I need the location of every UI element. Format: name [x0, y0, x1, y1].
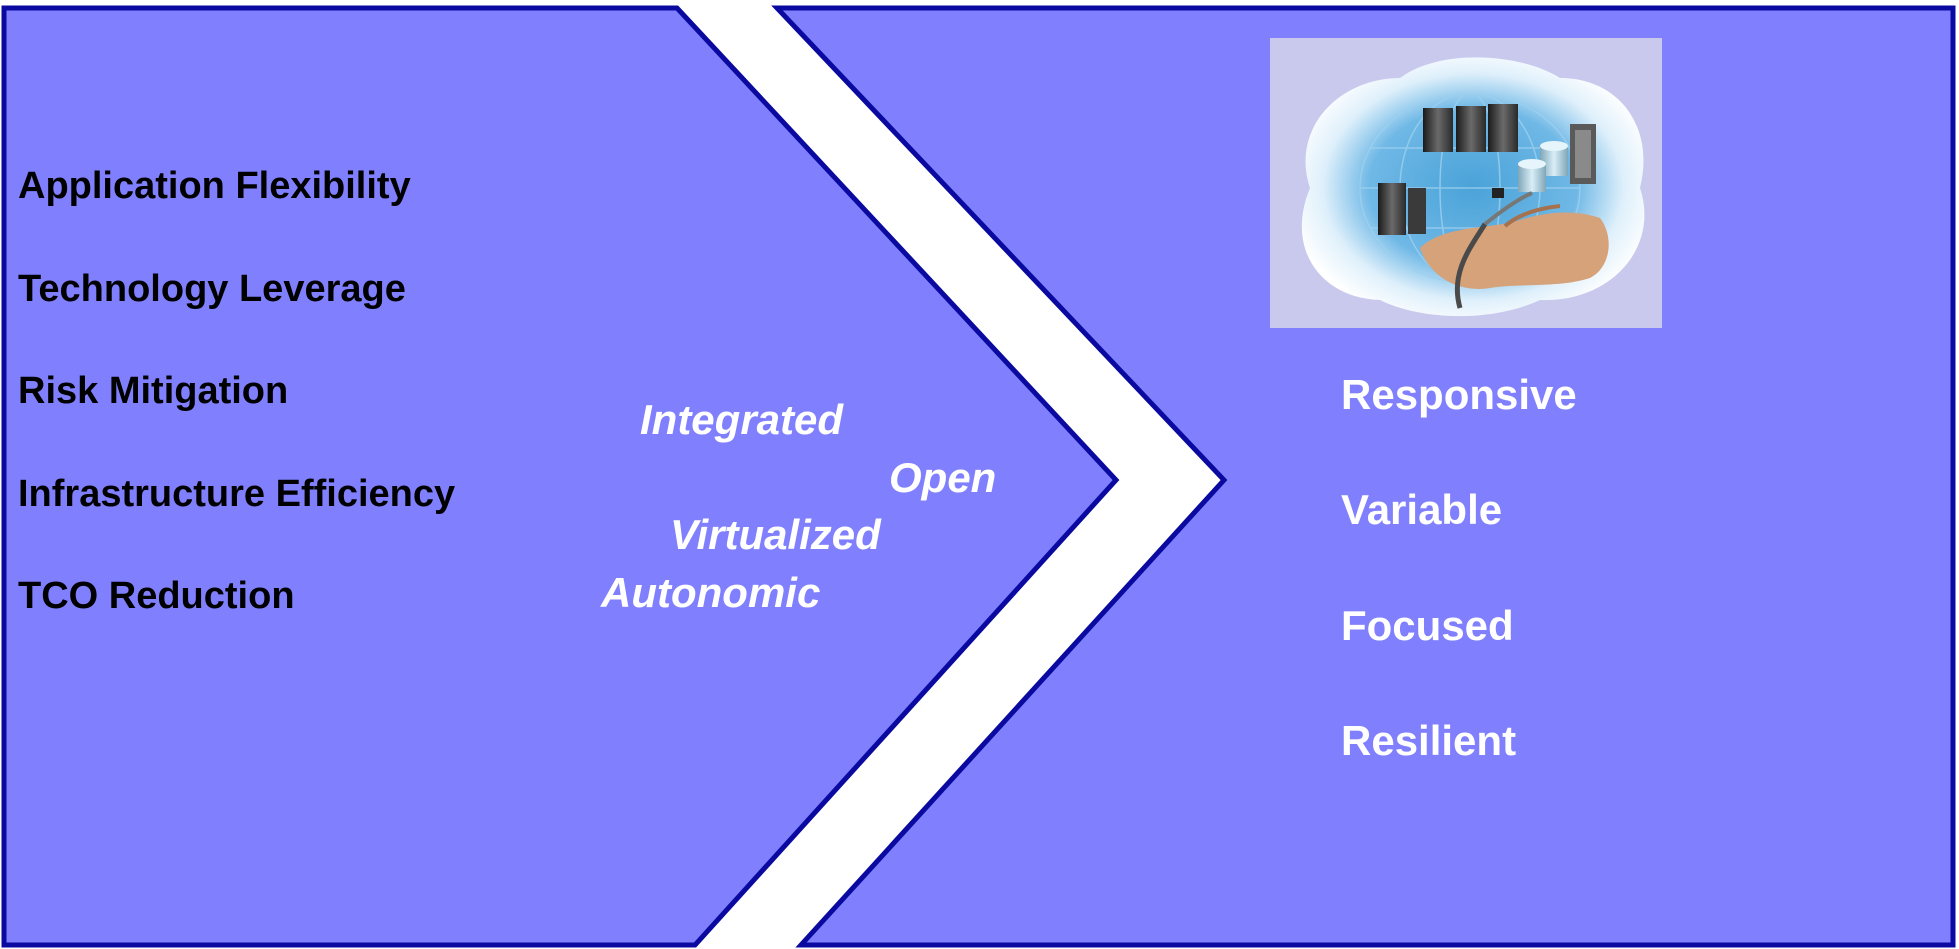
right-item-focused: Focused — [1341, 602, 1514, 649]
right-item-variable: Variable — [1341, 486, 1503, 533]
left-item-tco-reduction: TCO Reduction — [18, 575, 295, 617]
center-word-virtualized: Virtualized — [670, 511, 881, 558]
right-item-responsive: Responsive — [1341, 371, 1577, 418]
left-item-application-flexibility: Application Flexibility — [18, 165, 411, 207]
center-word-integrated: Integrated — [640, 396, 844, 443]
center-word-autonomic: Autonomic — [601, 569, 821, 616]
left-item-technology-leverage: Technology Leverage — [18, 268, 406, 310]
right-item-resilient: Resilient — [1341, 717, 1517, 764]
left-chevron-panel — [1, 5, 1120, 948]
center-word-open: Open — [889, 454, 997, 501]
left-item-risk-mitigation: Risk Mitigation — [18, 370, 289, 412]
left-item-infrastructure-efficiency: Infrastructure Efficiency — [18, 473, 456, 515]
datacenter-globe-hand-cable-icon — [1270, 38, 1662, 328]
